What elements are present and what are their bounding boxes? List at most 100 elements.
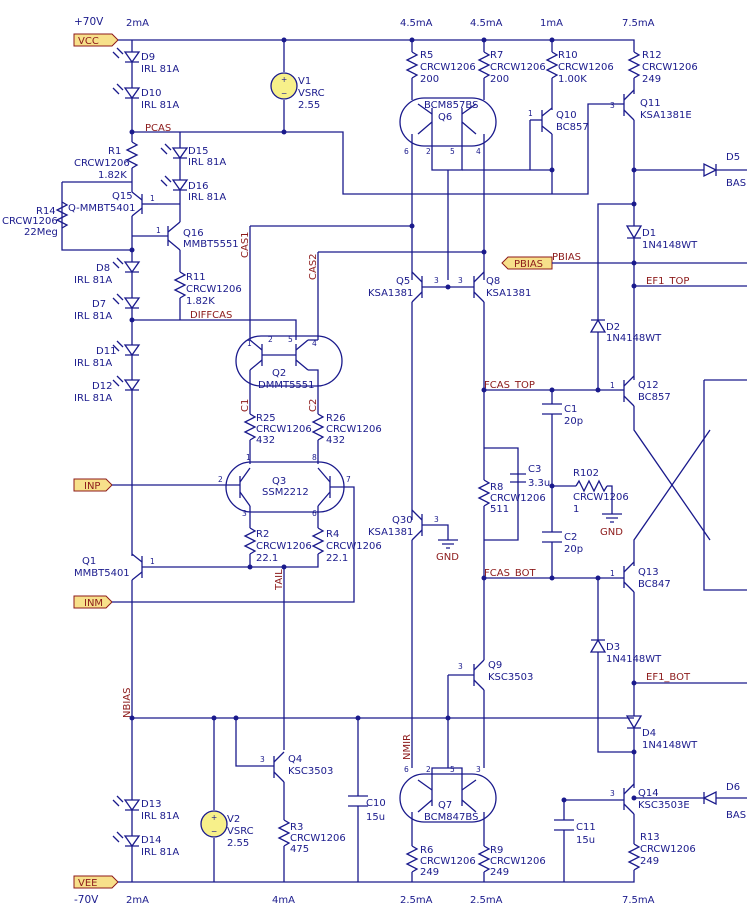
wire (249, 369, 319, 414)
svg-text:R10: R10 (558, 50, 578, 61)
ground-symbol: GND (600, 513, 623, 538)
junction (281, 129, 287, 135)
svg-text:2: 2 (426, 147, 431, 156)
transistor-q14: Q14 KSC3503E 3 (564, 783, 690, 815)
svg-text:3: 3 (434, 276, 439, 285)
svg-text:22.1: 22.1 (326, 553, 348, 564)
resistor-r25: R25 CRCW1206 432 (243, 413, 312, 446)
junction (481, 37, 487, 43)
svg-text:3: 3 (434, 515, 439, 524)
vcc-voltage-label: +70V (74, 16, 104, 28)
transistor-q4: Q4 KSC3503 3 (260, 751, 333, 783)
current-label: 2.5mA (470, 895, 503, 906)
resistor-r9: R9 CRCW1206 249 (477, 845, 546, 878)
svg-text:5: 5 (450, 147, 455, 156)
vcc-rail (118, 39, 635, 52)
svg-text:511: 511 (490, 504, 509, 515)
svg-text:BAS: BAS (726, 178, 746, 189)
svg-text:Q1: Q1 (82, 556, 96, 567)
wire (431, 128, 463, 280)
current-label: 4.5mA (400, 18, 433, 29)
resistor-r4: R4 CRCW1206 22.1 (311, 527, 382, 564)
svg-text:1: 1 (150, 557, 155, 566)
svg-text:1N4148WT: 1N4148WT (642, 240, 698, 251)
svg-text:3: 3 (260, 755, 265, 764)
svg-text:1: 1 (610, 569, 615, 578)
transistor-q7: Q7 BCM847BS 6 2 5 3 (399, 765, 497, 823)
svg-text:CRCW1206: CRCW1206 (640, 844, 696, 855)
transistor-q16: Q16 MMBT5551 1 (132, 221, 239, 251)
junction (631, 749, 637, 755)
svg-text:D13: D13 (141, 799, 161, 810)
resistor-r10: R10 CRCW1206 1.00K (545, 50, 614, 85)
junction (481, 575, 487, 581)
current-label: 2.5mA (400, 895, 433, 906)
junction (445, 715, 451, 721)
junction (233, 715, 239, 721)
svg-text:R9: R9 (490, 845, 503, 856)
transistor-q1: Q1 MMBT5401 1 (74, 553, 250, 581)
junction (129, 247, 135, 253)
net-label-c1: C1 (240, 399, 251, 412)
svg-text:D8: D8 (96, 263, 110, 274)
svg-text:MMBT5551: MMBT5551 (183, 239, 239, 250)
pbias-port: PBIAS (501, 256, 553, 270)
svg-text:Q7: Q7 (438, 800, 452, 811)
svg-text:1.82K: 1.82K (98, 170, 127, 181)
svg-text:1: 1 (573, 504, 579, 515)
svg-text:CRCW1206: CRCW1206 (642, 62, 698, 73)
svg-text:249: 249 (490, 867, 509, 878)
diode-d2: D2 1N4148WT (589, 318, 662, 344)
svg-text:20p: 20p (564, 544, 583, 555)
svg-text:IRL 81A: IRL 81A (141, 64, 179, 75)
svg-text:3: 3 (476, 765, 481, 774)
resistor-r13: R13 CRCW1206 249 (627, 832, 696, 871)
svg-text:KSC3503: KSC3503 (288, 766, 333, 777)
junction (281, 37, 287, 43)
svg-text:BCM857BS: BCM857BS (424, 100, 478, 111)
net-label-fcas-bot: FCAS_BOT (484, 568, 536, 579)
svg-text:D3: D3 (606, 642, 620, 653)
svg-text:D15: D15 (188, 146, 208, 157)
svg-text:R26: R26 (326, 413, 346, 424)
wire (411, 302, 485, 520)
svg-text:432: 432 (256, 435, 275, 446)
led-d10: D10 IRL 81A (112, 83, 179, 111)
capacitor-c10: C10 15u (348, 795, 386, 823)
svg-text:INM: INM (84, 598, 103, 609)
svg-text:Q16: Q16 (183, 228, 204, 239)
svg-text:15u: 15u (576, 835, 595, 846)
transistor-q8: Q8 KSA1381 3 (448, 271, 531, 303)
wire (61, 182, 132, 251)
svg-text:R2: R2 (256, 529, 269, 540)
led-d12: D12 IRL 81A (74, 375, 141, 404)
net-label-ef1-bot: EF1_BOT (646, 672, 691, 683)
junction (409, 223, 415, 229)
resistor-r8: R8 CRCW1206 511 (477, 479, 546, 515)
svg-text:475: 475 (290, 844, 309, 855)
wire (411, 872, 485, 882)
svg-text:6: 6 (404, 765, 409, 774)
svg-text:KSA1381: KSA1381 (368, 527, 413, 538)
svg-text:1: 1 (610, 381, 615, 390)
svg-text:BC847: BC847 (638, 579, 671, 590)
svg-text:R14: R14 (36, 206, 56, 217)
svg-text:Q4: Q4 (288, 754, 302, 765)
svg-text:6: 6 (312, 509, 317, 518)
svg-text:R25: R25 (256, 413, 276, 424)
led-d16: D16 IRL 81A (160, 175, 226, 203)
current-label: 4mA (272, 895, 295, 906)
resistor-r5: R5 CRCW1206 200 (405, 50, 476, 85)
svg-text:3: 3 (610, 789, 615, 798)
svg-text:2: 2 (426, 765, 431, 774)
voltage-source-v2: + − V2 VSRC 2.55 (200, 810, 254, 849)
resistor-r26: R26 CRCW1206 432 (311, 413, 382, 446)
svg-text:Q15: Q15 (112, 191, 133, 202)
transistor-q30: Q30 KSA1381 3 (368, 509, 449, 541)
wire (411, 78, 485, 100)
wire (484, 447, 519, 541)
svg-text:R102: R102 (573, 468, 599, 479)
net-label-pbias: PBIAS (552, 252, 581, 263)
svg-text:249: 249 (420, 867, 439, 878)
